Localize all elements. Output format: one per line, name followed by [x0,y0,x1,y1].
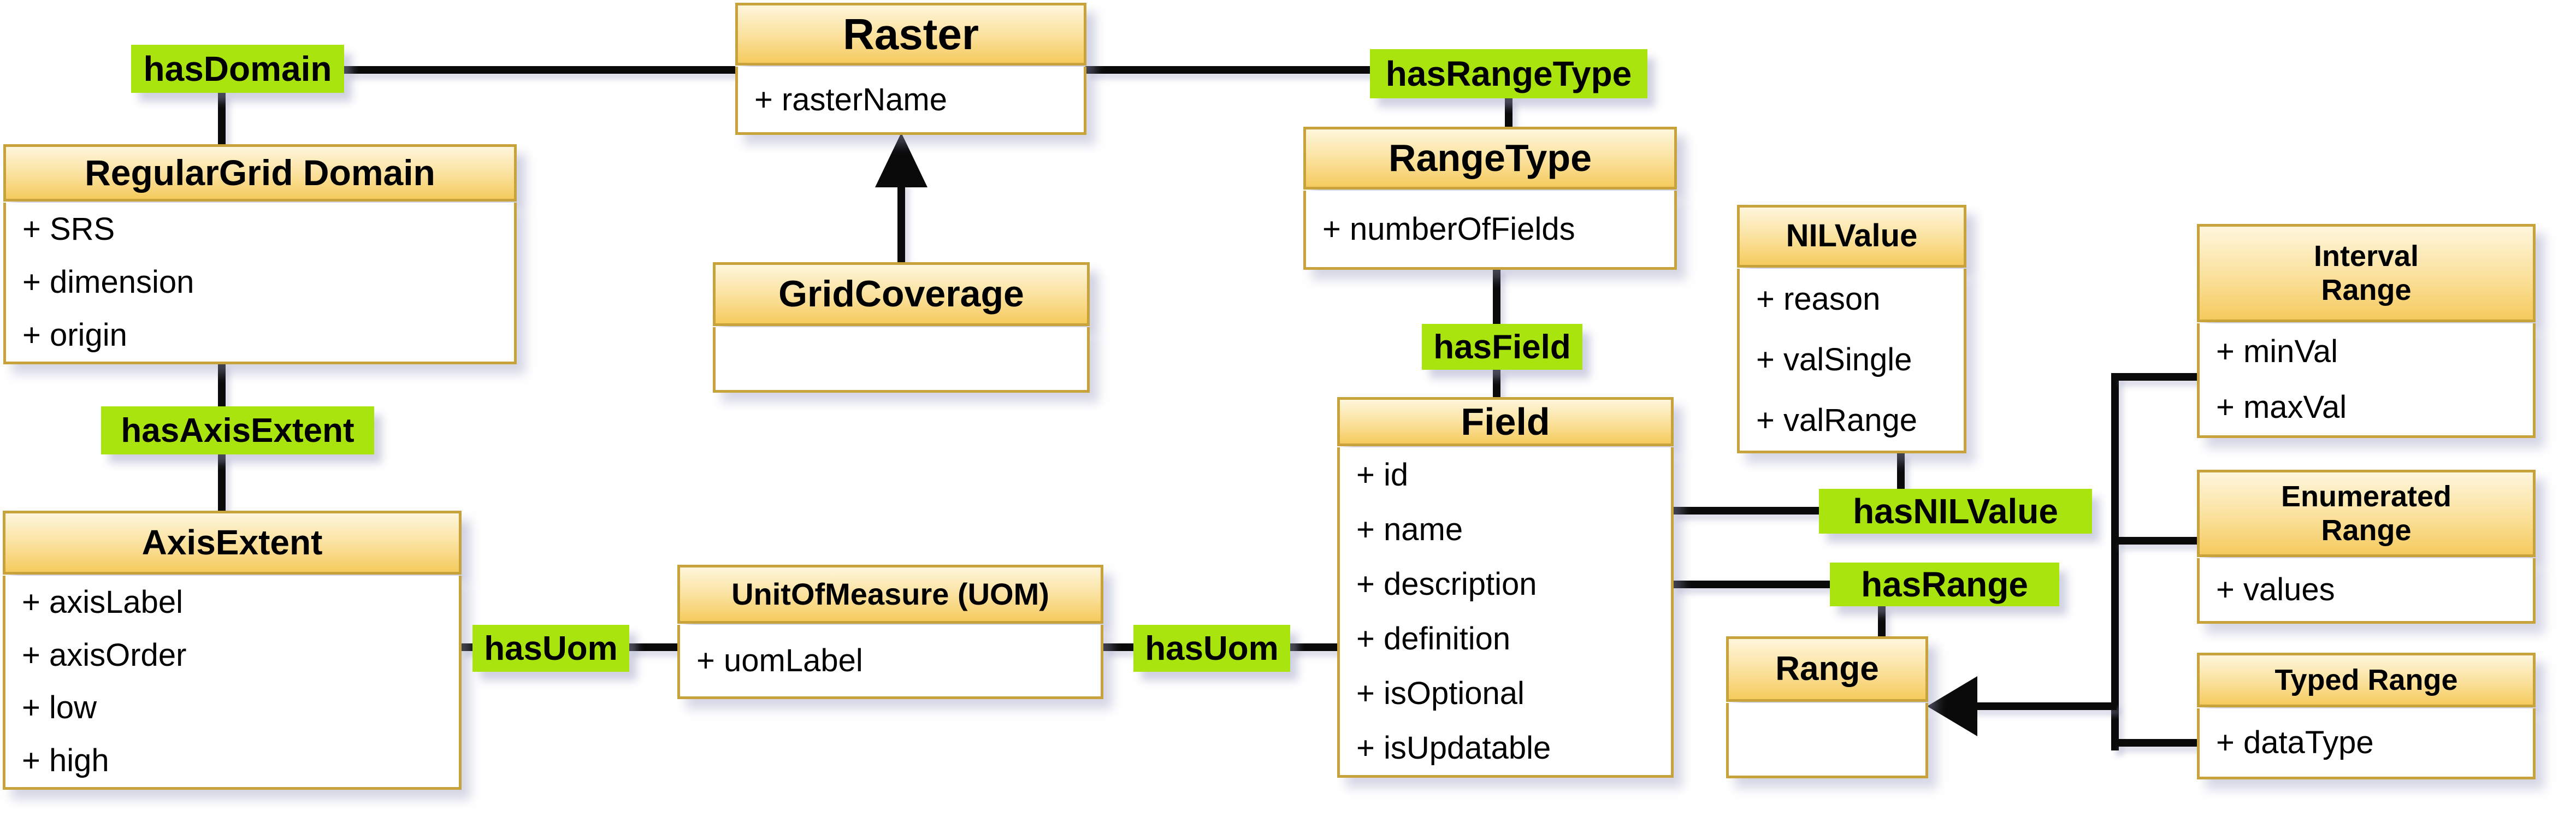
attr-valsingle: + valSingle [1756,342,1912,377]
attr-isoptional: + isOptional [1356,675,1525,711]
connector-raster-to-hasrangetype [1085,66,1371,74]
relation-hasfield: hasField [1422,324,1582,370]
class-field-title: Field [1337,397,1674,446]
class-rangetype-title: RangeType [1303,127,1677,190]
class-regulargrid-domain: RegularGrid Domain + SRS + dimension + o… [3,144,517,364]
connector-hasaxisextent-to-axisextent [218,454,226,511]
attr-maxval: + maxVal [2216,389,2347,425]
relation-hasrangetype: hasRangeType [1370,49,1647,98]
connector-hasrangetype-to-rangetype [1505,97,1512,127]
class-gridcoverage: GridCoverage [713,262,1090,393]
connector-hasrange-to-range [1878,605,1886,636]
class-interval-range-title-line1: Interval [2313,239,2419,273]
class-nilvalue: NILValue + reason + valSingle + valRange [1737,205,1966,453]
connector-nilvalue-to-hasnilvalue [1897,452,1905,490]
attr-reason: + reason [1756,281,1881,317]
relation-hasrange: hasRange [1830,563,2059,606]
class-regulargrid-domain-title: RegularGrid Domain [3,144,517,202]
attr-description: + description [1356,566,1537,602]
connector-spine-to-intervalrange [2115,373,2197,381]
relation-hasuom-right: hasUom [1133,625,1290,672]
connector-spine-to-range-arrow-shaft [1969,702,2117,710]
relation-hasuom-left: hasUom [472,625,629,672]
attr-minval: + minVal [2216,333,2338,369]
class-range: Range [1726,636,1928,778]
class-unitofmeasure: UnitOfMeasure (UOM) + uomLabel [677,565,1103,699]
class-typed-range-title: Typed Range [2197,653,2536,707]
attr-axislabel: + axisLabel [22,584,184,620]
class-raster-attr-rastername: + rasterName [754,81,947,117]
class-rangetype: RangeType + numberOfFields [1303,127,1677,270]
connector-regulargrid-to-hasaxisextent [218,363,226,406]
class-unitofmeasure-title: UnitOfMeasure (UOM) [677,565,1103,624]
connector-axisextent-to-hasuom [460,643,474,651]
connector-spine-to-enumeratedrange [2115,537,2197,545]
connector-hasuom-to-field [1289,643,1338,651]
class-raster: Raster + rasterName [735,3,1086,135]
class-axisextent: AxisExtent + axisLabel + axisOrder + low… [3,511,462,790]
connector-hasuom-to-uom [628,643,678,651]
attr-name: + name [1356,511,1463,547]
class-enumerated-range-title-line2: Range [2321,514,2412,547]
relation-hasaxisextent: hasAxisExtent [101,406,374,454]
class-enumerated-range: Enumerated Range + values [2197,470,2536,624]
class-interval-range-title-line2: Range [2321,274,2412,306]
class-axisextent-title: AxisExtent [3,511,462,575]
attr-values: + values [2216,572,2335,607]
class-range-empty-body [1726,703,1928,778]
connector-uom-to-hasuom [1102,643,1135,651]
class-gridcoverage-empty-body [713,327,1090,393]
attr-high: + high [22,743,109,779]
connector-spine-to-typedrange [2115,739,2197,747]
attr-isupdatable: + isUpdatable [1356,730,1551,766]
range-arrowhead-icon [1927,676,1977,736]
class-interval-range: Interval Range + minVal + maxVal [2197,224,2536,438]
attr-id: + id [1356,457,1409,493]
attr-low: + low [22,690,97,726]
class-field: Field + id + name + description + defini… [1337,397,1674,778]
connector-field-to-hasnilvalue [1673,507,1820,515]
attr-uomlabel: + uomLabel [696,643,863,678]
attr-axisorder: + axisOrder [22,637,187,673]
class-gridcoverage-title: GridCoverage [713,262,1090,326]
connector-hasdomain-to-raster [344,66,735,74]
relation-hasnilvalue: hasNILValue [1819,489,2092,534]
class-raster-title: Raster [735,3,1086,66]
class-range-title: Range [1726,636,1928,702]
connector-hasdomain-to-regulargrid [218,93,226,144]
attr-valrange: + valRange [1756,403,1918,438]
attr-dimension: + dimension [22,264,194,300]
attr-srs: + SRS [22,211,115,247]
inheritance-arrowhead-icon [875,133,927,187]
attr-definition: + definition [1356,620,1511,657]
attr-numberoffields: + numberOfFields [1322,211,1575,247]
class-nilvalue-title: NILValue [1737,205,1966,268]
class-typed-range: Typed Range + dataType [2197,653,2536,779]
connector-subtype-spine [2111,373,2119,750]
connector-field-to-hasrange [1673,581,1831,588]
attr-origin: + origin [22,317,127,353]
connector-gridcoverage-arrow-shaft [897,180,905,262]
connector-hasfield-to-field [1493,369,1500,397]
relation-hasdomain: hasDomain [131,45,344,93]
connector-rangetype-to-hasfield [1493,267,1500,325]
class-enumerated-range-title-line1: Enumerated [2280,480,2452,513]
attr-datatype: + dataType [2216,725,2374,760]
